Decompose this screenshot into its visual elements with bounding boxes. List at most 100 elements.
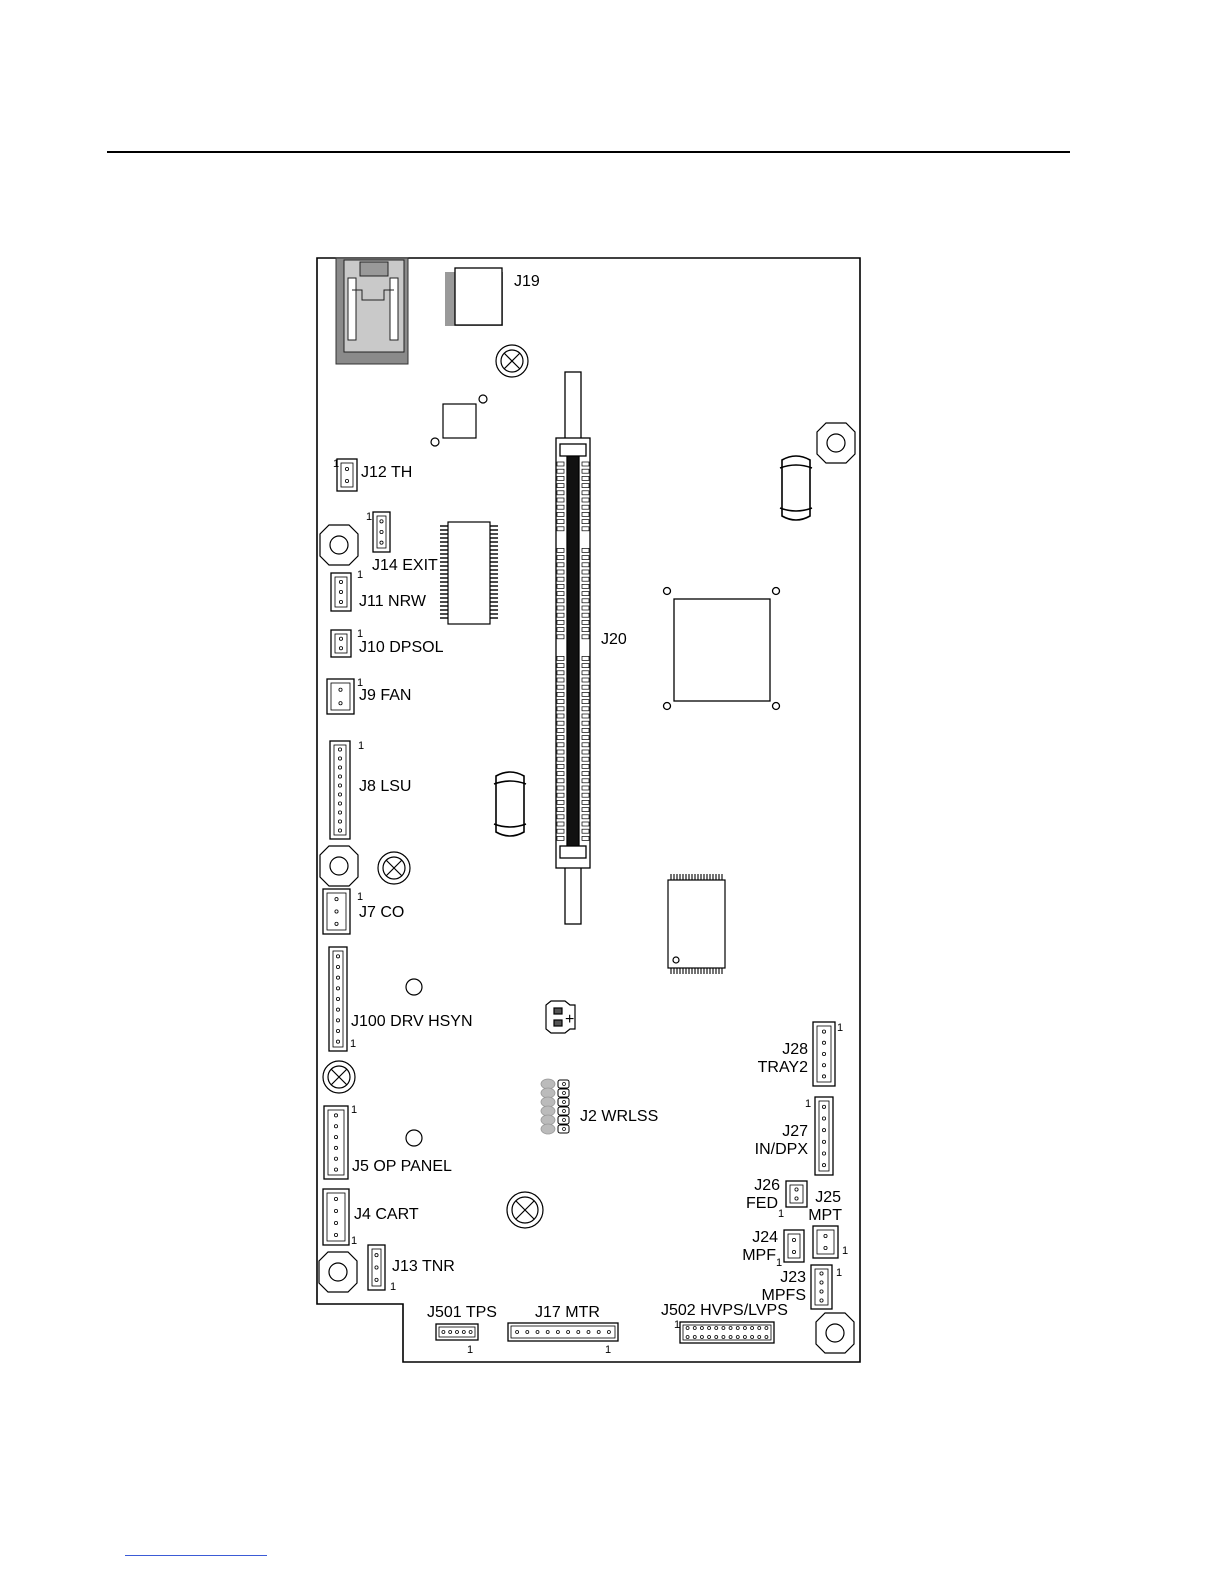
screw-icon [507,1192,543,1228]
dimm-pin [557,822,564,826]
dimm-pin [557,606,564,610]
j8-connector [330,741,350,839]
usb-port-icon [336,258,408,364]
standoff-icon [817,423,855,463]
j11-pin1: 1 [357,569,363,581]
dimm-pin [582,491,589,495]
dimm-pin [582,822,589,826]
wireless-pin-hole [563,1092,566,1095]
j26-connector [786,1181,807,1207]
j12-label: J12 TH [361,464,412,481]
dimm-pin [557,505,564,509]
screw-icon [378,852,410,884]
standoff-icon [816,1313,854,1353]
wireless-pin [541,1115,555,1125]
j4-pin1: 1 [351,1235,357,1247]
dimm-pin [557,628,564,632]
j26-pin1: 1 [778,1208,784,1220]
j100-label: J100 DRV HSYN [351,1013,473,1030]
dimm-pin [582,786,589,790]
dimm-pin [557,476,564,480]
j25-label: J25 [815,1189,841,1206]
j9-label: J9 FAN [359,687,411,704]
dimm-pin [582,563,589,567]
dimm-pin [557,613,564,617]
dimm-pin [582,498,589,502]
screw-icon [323,1061,355,1093]
wireless-pin [541,1106,555,1116]
dimm-pin [557,556,564,560]
dimm-pin [557,815,564,819]
wireless-pin [541,1079,555,1089]
j25-pin1: 1 [842,1245,848,1257]
dimm-pin [557,721,564,725]
dimm-pin [557,671,564,675]
dimm-pin [557,520,564,524]
j14-connector [373,512,390,552]
dimm-pin [557,563,564,567]
j2-label: J2 WRLSS [580,1108,658,1125]
battery-plus: + [565,1011,574,1028]
j17-pin1: 1 [605,1344,611,1356]
wireless-pin [541,1124,555,1134]
dimm-pin [582,484,589,488]
dimm-pin [582,714,589,718]
dimm-pin [582,469,589,473]
j23-label: J23 [780,1269,806,1286]
dimm-pin [582,721,589,725]
j20-dimm-slot [556,372,590,924]
wireless-pin-hole [563,1083,566,1086]
dimm-pin [557,620,564,624]
standoff-icon [320,525,358,565]
dimm-pin [582,779,589,783]
j17-connector [508,1323,618,1341]
j9-pin1: 1 [357,677,363,689]
j10-pin1: 1 [357,628,363,640]
j25-sub-label: MPT [808,1207,842,1224]
j501-connector [436,1324,478,1340]
inductor-icon [494,772,526,836]
dimm-pin [582,728,589,732]
j7-connector [323,889,350,934]
j28-sub-label: TRAY2 [758,1059,808,1076]
dimm-pin [557,584,564,588]
dimm-pin [582,815,589,819]
dimm-pin [557,527,564,531]
wireless-pin-hole [563,1101,566,1104]
j100-pin1: 1 [350,1038,356,1050]
j4-label: J4 CART [354,1206,419,1223]
wireless-pin [541,1097,555,1107]
j27-pin1: 1 [805,1098,811,1110]
j17-label: J17 MTR [535,1304,600,1321]
processor-chip [664,588,780,710]
dimm-pin [557,786,564,790]
j502-label: J502 HVPS/LVPS [661,1302,788,1319]
dimm-pin [557,577,564,581]
j5-connector [324,1106,348,1179]
dimm-pin [557,700,564,704]
dimm-pin [582,772,589,776]
dimm-pin [582,462,589,466]
dimm-pin [557,498,564,502]
dimm-pin [557,800,564,804]
dimm-pin [582,836,589,840]
j7-label: J7 CO [359,904,404,921]
j20-label: J20 [601,631,627,648]
j502-connector [680,1322,774,1343]
dimm-pin [582,620,589,624]
inductor-icon [780,456,812,520]
dimm-pin [557,692,564,696]
dimm-pin [582,548,589,552]
j12-pin1: 1 [333,458,339,470]
dimm-pin [557,592,564,596]
flash-chip [668,874,725,974]
memory-chip [440,522,498,624]
dimm-pin [582,635,589,639]
j19-component [445,268,503,326]
dimm-pin [557,757,564,761]
j19-label: J19 [514,273,540,290]
dimm-pin [557,570,564,574]
dimm-pin [582,707,589,711]
j23-sub-label: MPFS [762,1287,806,1304]
dimm-pin [557,736,564,740]
